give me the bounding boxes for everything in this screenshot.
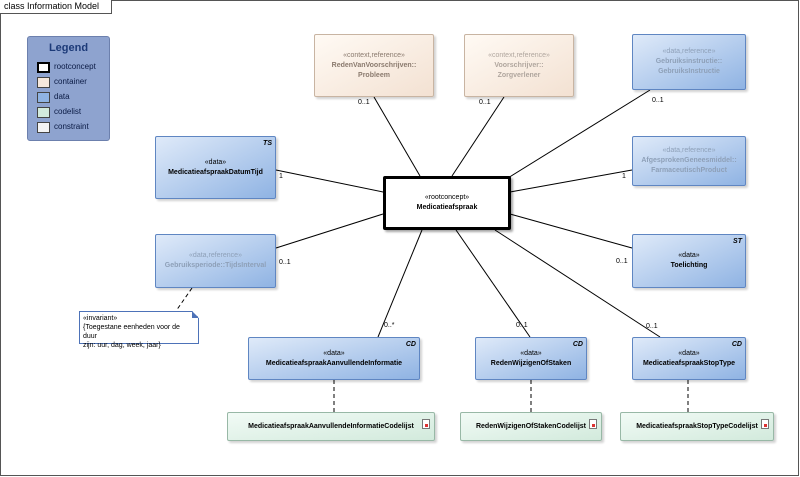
class-stereotype: «data» (204, 158, 227, 166)
multiplicity-toelichting: 0..1 (616, 258, 628, 265)
codelist-stoptype[interactable]: MedicatieafspraakStopTypeCodelijst (620, 412, 774, 441)
assoc-aanvullende[interactable] (377, 218, 428, 338)
class-medicatieafspraakdatumtijd[interactable]: TS «data» MedicatieafspraakDatumTijd (155, 136, 276, 199)
invariant-note[interactable]: «invariant» {Toegestane eenheden voor de… (79, 311, 199, 349)
note-line: zijn: uur, dag, week, jaar} (83, 342, 161, 349)
class-afgesprokengeneesmiddel[interactable]: «data,reference» AfgesprokenGeneesmiddel… (632, 136, 746, 186)
assoc-gebruiksperiode[interactable] (275, 208, 395, 249)
codelist-icon (589, 419, 597, 429)
note-stereotype: «invariant» (83, 315, 118, 322)
legend-item-rootconcept: rootconcept (37, 62, 109, 74)
class-name: Toelichting (670, 262, 708, 269)
assoc-voorschrijver[interactable] (445, 96, 505, 187)
class-stoptype[interactable]: CD «data» MedicatieafspraakStopType (632, 337, 746, 380)
codelist-icon (422, 419, 430, 429)
class-name: MedicatieafspraakStopType (642, 359, 736, 367)
class-aanvullendeinformatie[interactable]: CD «data» MedicatieafspraakAanvullendeIn… (248, 337, 420, 380)
class-name: AfgesprokenGeneesmiddel:: FarmaceutischP… (641, 157, 737, 174)
class-type-tag: CD (405, 341, 416, 348)
assoc-redenwijzigen[interactable] (449, 220, 531, 338)
multiplicity-gebruiksperiode: 0..1 (279, 259, 291, 266)
class-stereotype: «data» (678, 349, 700, 357)
legend-swatch (37, 62, 50, 73)
assoc-gebruiksinstructie[interactable] (492, 89, 651, 188)
class-name: RedenWijzigenOfStaken (490, 359, 572, 367)
legend-title: Legend (48, 42, 89, 54)
class-type-tag: CD (572, 341, 583, 348)
legend-label: codelist (54, 107, 82, 116)
class-medicatieafspraak[interactable]: «rootconcept» Medicatieafspraak (383, 176, 511, 230)
multiplicity-datumtijd: 1 (279, 173, 283, 180)
class-name: Voorschrijver:: Zorgverlener (494, 61, 544, 79)
legend-item-data: data (37, 92, 109, 104)
class-gebruiksperiode[interactable]: «data,reference» Gebruiksperiode::TijdsI… (155, 234, 276, 288)
codelist-icon (761, 419, 769, 429)
legend-label: container (54, 77, 87, 86)
legend-swatch (37, 77, 50, 88)
assoc-datumtijd[interactable] (275, 169, 395, 197)
legend-item-container: container (37, 77, 109, 89)
legend-label: rootconcept (54, 62, 96, 71)
codelist-name: RedenWijzigenOfStakenCodelijst (475, 422, 586, 430)
note-line: {Toegestane eenheden voor de duur (83, 324, 180, 340)
class-name: Gebruiksinstructie:: GebruiksInstructie (655, 58, 723, 75)
class-stereotype: «data,reference» (189, 252, 242, 259)
class-type-tag: ST (733, 238, 742, 245)
class-name: Medicatieafspraak (416, 204, 478, 211)
legend-swatch (37, 92, 50, 103)
class-name: MedicatieafspraakDatumTijd (168, 168, 263, 176)
codelist-name: MedicatieafspraakAanvullendeInformatieCo… (248, 422, 414, 430)
assoc-toelichting[interactable] (498, 209, 633, 249)
multiplicity-redenwijzigen: 0..1 (516, 322, 528, 329)
legend-label: data (54, 92, 70, 101)
multiplicity-afgesproken: 1 (622, 173, 626, 180)
class-redenwijzigenofstaken[interactable]: CD «data» RedenWijzigenOfStaken (475, 337, 587, 380)
codelist-aanvullendeinformatie[interactable]: MedicatieafspraakAanvullendeInformatieCo… (227, 412, 435, 441)
class-name: RedenVanVoorschrijven:: Probleem (331, 61, 417, 79)
class-stereotype: «data,reference» (662, 48, 716, 55)
class-type-tag: TS (263, 140, 272, 147)
frame-title: class Information Model (0, 0, 113, 14)
class-gebruiksinstructie[interactable]: «data,reference» Gebruiksinstructie:: Ge… (632, 34, 746, 90)
legend-swatch (37, 107, 50, 118)
legend-item-constraint: constraint (37, 122, 109, 134)
assoc-redenvanvoorschrijven[interactable] (373, 96, 427, 187)
class-type-tag: CD (731, 341, 742, 348)
legend-label: constraint (54, 122, 89, 131)
note-link (175, 287, 193, 312)
class-name: Gebruiksperiode::TijdsInterval (164, 262, 267, 269)
multiplicity-aanvullende: 0..* (384, 322, 395, 329)
class-stereotype: «context,reference» (488, 51, 550, 59)
class-stereotype: «rootconcept» (424, 194, 470, 201)
legend[interactable]: Legend rootconcept container data codeli… (27, 36, 110, 141)
class-stereotype: «data» (323, 349, 345, 357)
class-toelichting[interactable]: ST «data» Toelichting (632, 234, 746, 288)
class-redenvanvoorschrijven[interactable]: «context,reference» RedenVanVoorschrijve… (314, 34, 434, 97)
class-name: MedicatieafspraakAanvullendeInformatie (265, 359, 403, 367)
class-voorschrijver[interactable]: «context,reference» Voorschrijver:: Zorg… (464, 34, 574, 97)
codelist-redenwijzigenofstaken[interactable]: RedenWijzigenOfStakenCodelijst (460, 412, 602, 441)
class-stereotype: «data,reference» (662, 147, 716, 154)
class-stereotype: «data» (520, 349, 542, 357)
assoc-afgesproken[interactable] (498, 169, 633, 197)
class-stereotype: «context,reference» (343, 51, 405, 59)
legend-swatch (37, 122, 50, 133)
assoc-stoptype[interactable] (484, 223, 661, 338)
multiplicity-voorschrijver: 0..1 (479, 99, 491, 106)
class-stereotype: «data» (678, 252, 700, 259)
multiplicity-stoptype: 0..1 (646, 323, 658, 330)
multiplicity-redenvanvoorschrijven: 0..1 (358, 99, 370, 106)
legend-item-codelist: codelist (37, 107, 109, 119)
multiplicity-gebruiksinstructie: 0..1 (652, 97, 664, 104)
codelist-name: MedicatieafspraakStopTypeCodelijst (636, 422, 758, 430)
